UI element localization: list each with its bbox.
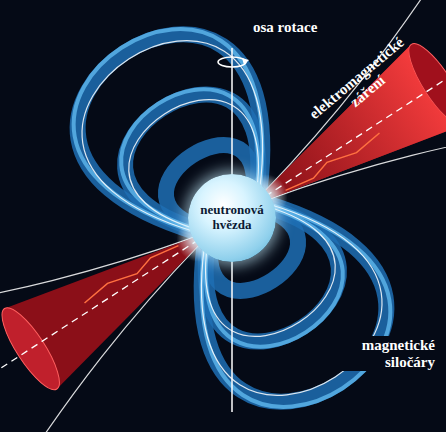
star-label: neutronová hvězda	[195, 203, 269, 233]
field-label: magnetické siločáry	[332, 336, 438, 371]
neutron-star: neutronová hvězda	[188, 174, 276, 262]
radiation-label: elektromagnetické záření	[294, 23, 430, 145]
axis-label: osa rotace	[250, 18, 320, 37]
radiation-cones	[0, 14, 446, 421]
